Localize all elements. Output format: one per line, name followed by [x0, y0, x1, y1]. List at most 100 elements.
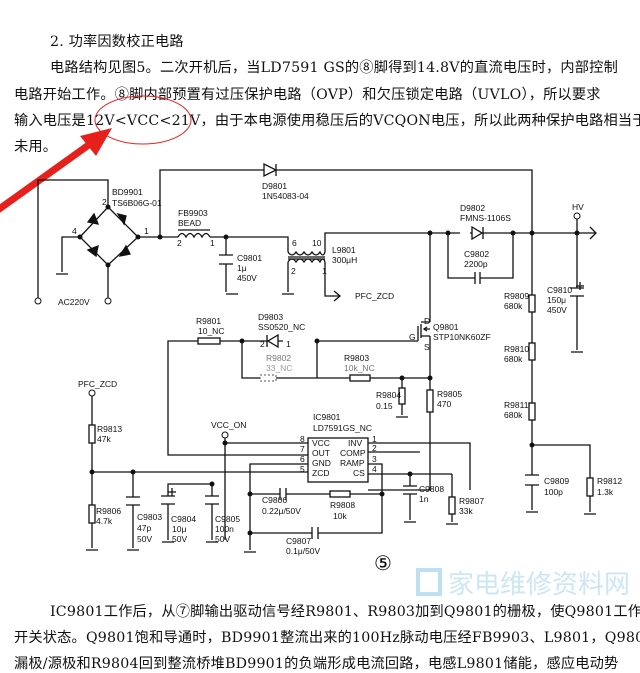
label: 300μH — [332, 255, 357, 265]
capacitor-icon — [570, 282, 584, 297]
label: 4.7k — [96, 516, 113, 526]
label: 150μ — [547, 295, 566, 305]
label: STP10NK60ZF — [433, 332, 491, 342]
diode-icon — [266, 333, 279, 349]
label: Q9801 — [433, 322, 459, 332]
label: 0.15 — [376, 401, 393, 411]
label: 1μ — [237, 263, 247, 273]
label: LD7591GS_NC — [313, 423, 372, 433]
label: 10μ — [172, 524, 186, 534]
pin-number: 6 — [292, 238, 297, 248]
section-heading: 2. 功率因数校正电路 — [50, 34, 184, 50]
resistor-nc-icon — [259, 374, 277, 382]
label: C9808 — [419, 484, 444, 494]
label: 1N54083-04 — [262, 191, 309, 201]
label: 1n — [419, 494, 429, 504]
net-label: PFC_ZCD — [78, 379, 117, 389]
pin-number: 3 — [372, 454, 377, 464]
label: 680k — [504, 410, 523, 420]
pin-label: D — [424, 316, 430, 326]
label: 450V — [237, 273, 257, 283]
diode-icon — [471, 225, 484, 241]
paragraph-line: IC9801工作后，从⑦脚输出驱动信号经R9801、R9803加到Q9801的栅… — [50, 604, 640, 620]
pin-number: 2 — [291, 266, 296, 276]
label: 100n — [215, 524, 234, 534]
label: C9804 — [171, 514, 196, 524]
label: 50V — [215, 534, 230, 544]
hv-terminal — [573, 212, 581, 220]
label: R9804 — [376, 390, 401, 400]
label: FMNS-1106S — [460, 213, 511, 223]
label: R9811 — [504, 400, 529, 410]
net-label: VCC_ON — [211, 420, 246, 430]
paragraph-line: 电路结构见图5。二次开机后，当LD7591 GS的⑧脚得到14.8V的直流电压时… — [50, 60, 618, 76]
pin-number: 4 — [372, 464, 377, 474]
label: 10k_NC — [344, 363, 375, 373]
label: D9803 — [258, 312, 283, 322]
label: 470 — [437, 399, 451, 409]
pin-number: 1 — [210, 238, 215, 248]
label: D9802 — [460, 203, 485, 213]
pin-number: 5 — [300, 464, 305, 474]
inductor-icon — [177, 229, 211, 239]
ic-pin-gnd: GND — [312, 458, 331, 468]
label: R9812 — [597, 476, 622, 486]
label: FB9903 — [178, 208, 208, 218]
label: R9802 — [266, 353, 291, 363]
pin-number: 2 — [372, 443, 377, 453]
label: R9807 — [459, 496, 484, 506]
label: R9803 — [344, 353, 369, 363]
watermark: 家电维修资料网 — [416, 568, 630, 600]
red-arrow-icon — [0, 128, 112, 213]
ic-pin-ramp: RAMP — [340, 458, 365, 468]
pin-number: 2 — [102, 197, 107, 207]
label: C9802 — [464, 249, 489, 259]
label: SS0520_NC — [258, 322, 305, 332]
ic9801-chip — [307, 437, 369, 483]
label: 47k — [97, 434, 111, 444]
label: C9801 — [237, 253, 262, 263]
label: 450V — [547, 305, 567, 315]
paragraph-line: 未用。 — [14, 139, 58, 155]
capacitor-icon — [474, 272, 481, 284]
label: 10k — [333, 511, 347, 521]
label: 680k — [504, 301, 523, 311]
vcc-on-terminal — [221, 431, 229, 439]
label: R9808 — [330, 500, 355, 510]
pin-number: 8 — [300, 434, 305, 444]
svg-text:家电维修资料网: 家电维修资料网 — [448, 570, 630, 600]
label: 33_NC — [266, 363, 292, 373]
resistor-icons — [88, 294, 594, 524]
label: D9801 — [262, 181, 287, 191]
diode-icon — [263, 162, 278, 178]
label: 50V — [172, 534, 187, 544]
ac-terminal — [104, 297, 112, 305]
pin-number: 1 — [322, 266, 327, 276]
pin-label: S — [424, 342, 430, 352]
mosfet-icon — [417, 321, 430, 341]
label: R9805 — [437, 389, 462, 399]
paragraph-line: 电路开始工作。⑧脚内部预置有过压保护电路（OVP）和欠压锁定电路（UVLO），所… — [14, 87, 601, 103]
label: C9810 — [547, 285, 572, 295]
label: C9805 — [215, 514, 240, 524]
label: R9813 — [97, 424, 122, 434]
label: TS6B06G-01 — [112, 198, 162, 208]
label: R9810 — [504, 344, 529, 354]
label: R9806 — [96, 506, 121, 516]
label: C9809 — [544, 476, 569, 486]
label: L9801 — [332, 245, 356, 255]
capacitor-icon — [219, 254, 233, 265]
pin-number: 1 — [286, 339, 291, 349]
label: BD9901 — [112, 187, 143, 197]
ic-pin-vcc: VCC — [312, 438, 330, 448]
label: 10_NC — [198, 326, 224, 336]
label: 1.3k — [597, 487, 614, 497]
label: R9809 — [504, 291, 529, 301]
ic-pin-comp: COMP — [340, 448, 366, 458]
ic-pin-cs: CS — [353, 468, 365, 478]
label: 2200p — [464, 259, 488, 269]
pin-number: 6 — [300, 454, 305, 464]
transformer-icon — [287, 250, 326, 264]
label: 100p — [544, 487, 563, 497]
